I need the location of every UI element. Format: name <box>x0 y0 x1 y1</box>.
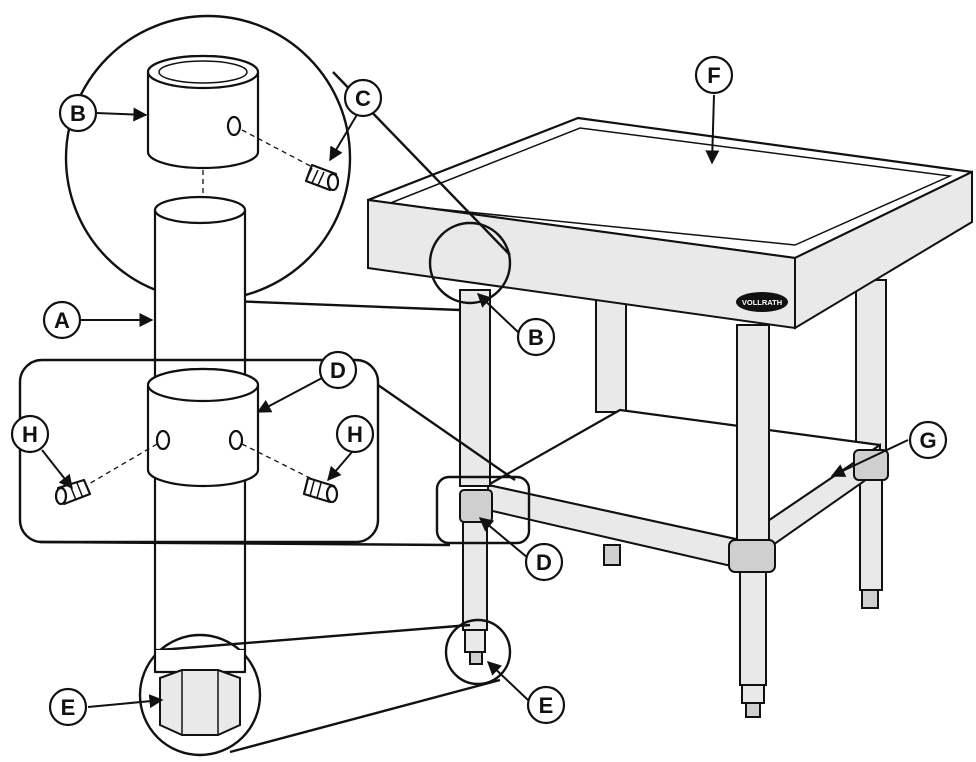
callout-d-right: D <box>524 542 564 582</box>
callout-b-right-text: B <box>528 325 544 350</box>
callout-a: A <box>42 300 82 340</box>
back-left-leg <box>595 299 627 413</box>
callout-f: F <box>694 55 734 95</box>
callout-g: G <box>908 420 948 460</box>
zoom-middle-detail <box>18 358 531 547</box>
zoom-target-bottom <box>444 618 512 686</box>
callout-e-right-text: E <box>539 693 554 718</box>
set-screw-h-right <box>302 476 339 504</box>
callout-h-right-text: H <box>347 422 363 447</box>
back-right-leg <box>855 279 887 461</box>
callout-c-text: C <box>355 86 371 111</box>
adjustable-foot <box>159 669 241 736</box>
front-right-leg <box>736 324 770 546</box>
stand-table: VOLLRATH <box>366 116 974 718</box>
callout-b-right: B <box>516 317 556 357</box>
callout-g-text: G <box>919 428 936 453</box>
callout-e-left-text: E <box>61 695 76 720</box>
callout-e-right: E <box>526 685 566 725</box>
zoom-bottom-detail <box>138 618 512 757</box>
callout-d-left: D <box>318 350 358 390</box>
callout-h-left-text: H <box>22 422 38 447</box>
set-screw-h-left <box>54 478 92 506</box>
callout-f-text: F <box>707 63 720 88</box>
callout-h-right: H <box>335 414 375 454</box>
table-top-side-edge <box>794 170 973 330</box>
set-screw-c <box>304 163 340 192</box>
callout-b-top: B <box>58 93 98 133</box>
callout-b-top-text: B <box>70 101 86 126</box>
leader-arrows <box>41 94 909 709</box>
vollrath-logo: VOLLRATH <box>736 292 788 312</box>
callout-c: C <box>343 78 383 118</box>
callout-d-right-text: D <box>536 550 552 575</box>
callout-e-left: E <box>48 687 88 727</box>
zoom-target-middle <box>435 475 531 545</box>
callout-d-left-text: D <box>330 358 346 383</box>
front-left-leg <box>459 289 491 487</box>
callout-a-text: A <box>54 308 70 333</box>
callout-h-left: H <box>10 414 50 454</box>
logo-text: VOLLRATH <box>742 298 782 307</box>
zoom-target-top <box>428 221 512 305</box>
